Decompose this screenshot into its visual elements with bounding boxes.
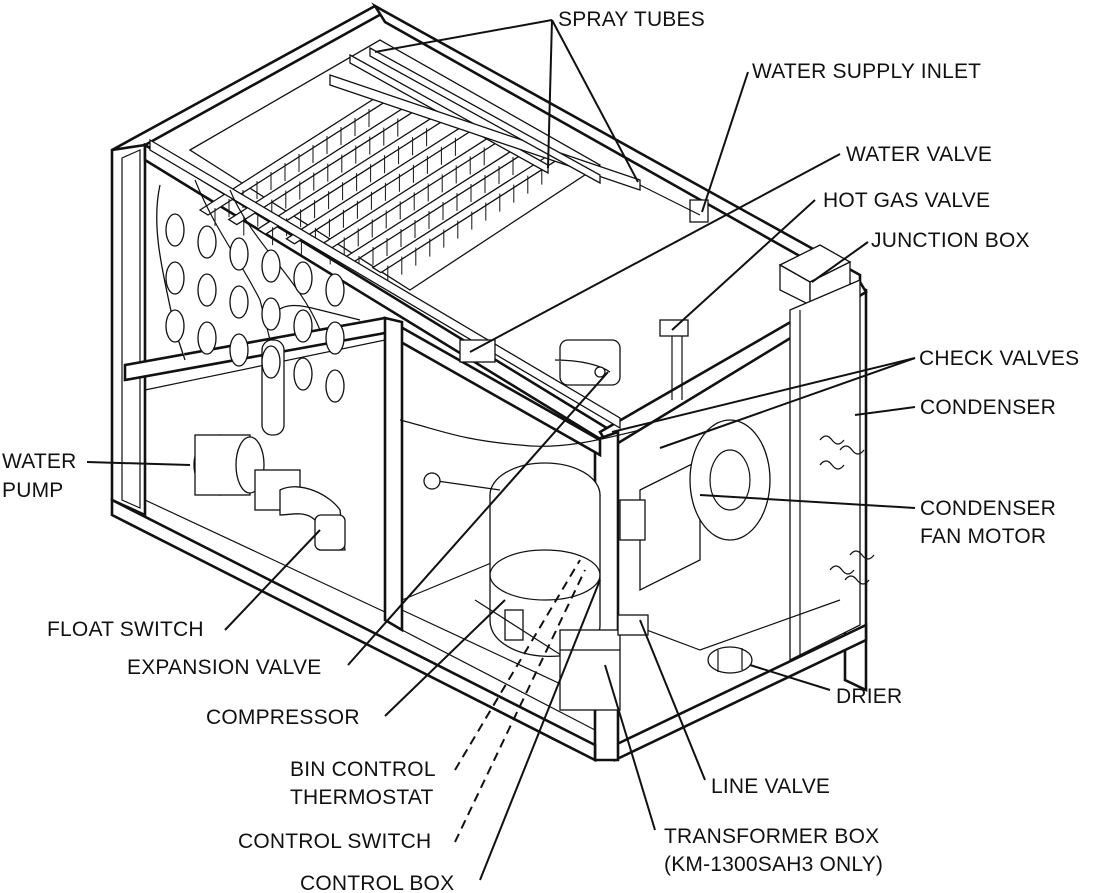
labels: SPRAY TUBES WATER SUPPLY INLET WATER VAL… (2, 8, 1079, 893)
leader-lines (86, 19, 916, 881)
condenser-coil-end (849, 550, 875, 560)
line-valve (617, 614, 649, 636)
coil-loop (197, 225, 217, 259)
coil-loop (165, 213, 185, 247)
coil-loop (261, 249, 281, 283)
condenser-coil-end (844, 575, 870, 585)
label-line-valve: LINE VALVE (711, 775, 830, 798)
label-transformer-box: TRANSFORMER BOX (664, 825, 879, 848)
coil-loop (325, 321, 345, 355)
expansion-valve (399, 339, 641, 447)
water-pump (193, 434, 346, 551)
label-spray-tubes: SPRAY TUBES (558, 8, 705, 31)
coil-loop (293, 261, 313, 295)
label-condenser-fan-motor-2: FAN MOTOR (920, 525, 1046, 548)
label-drier: DRIER (836, 685, 902, 708)
label-bin-control-2: THERMOSTAT (290, 786, 434, 809)
condenser-coil-end (839, 445, 865, 455)
coil-loop (165, 309, 185, 343)
label-hot-gas-valve: HOT GAS VALVE (823, 189, 990, 212)
label-control-switch: CONTROL SWITCH (238, 830, 431, 853)
label-condenser: CONDENSER (920, 396, 1056, 419)
compressor (423, 462, 621, 711)
junction-box (778, 244, 852, 307)
label-junction-box: JUNCTION BOX (871, 229, 1030, 252)
label-transformer-box-2: (KM-1300SAH3 ONLY) (664, 853, 883, 876)
coil-loop (229, 237, 249, 271)
coil-loop (197, 273, 217, 307)
condenser-coil-end (819, 435, 845, 445)
label-water-pump: WATER (2, 450, 77, 473)
coil-loop (261, 297, 281, 331)
coil-loop (197, 321, 217, 355)
label-bin-control: BIN CONTROL (290, 758, 436, 781)
label-water-pump-2: PUMP (2, 479, 63, 502)
coil-loop (165, 261, 185, 295)
coil-loop (325, 369, 345, 403)
label-float-switch: FLOAT SWITCH (47, 618, 204, 641)
water-valve (459, 339, 496, 363)
coil-loop (293, 309, 313, 343)
label-expansion-valve: EXPANSION VALVE (127, 656, 321, 679)
label-condenser-fan-motor: CONDENSER (920, 497, 1056, 520)
label-water-valve: WATER VALVE (846, 143, 992, 166)
label-water-supply-inlet: WATER SUPPLY INLET (752, 60, 981, 83)
cabinet-frame (110, 2, 868, 763)
coil-loop (229, 285, 249, 319)
label-control-box: CONTROL BOX (300, 872, 454, 893)
condenser-coil-end (819, 460, 845, 470)
coil-loop (293, 357, 313, 391)
condenser-fan-motor (619, 419, 771, 592)
label-compressor: COMPRESSOR (206, 706, 360, 729)
evaporator-plates (149, 39, 641, 430)
coil-loop (261, 345, 281, 379)
coil-loop (325, 273, 345, 307)
left-plumbing (156, 179, 361, 436)
label-check-valves: CHECK VALVES (919, 347, 1079, 370)
coil-loop (229, 333, 249, 367)
condenser-coil-end (829, 565, 855, 575)
